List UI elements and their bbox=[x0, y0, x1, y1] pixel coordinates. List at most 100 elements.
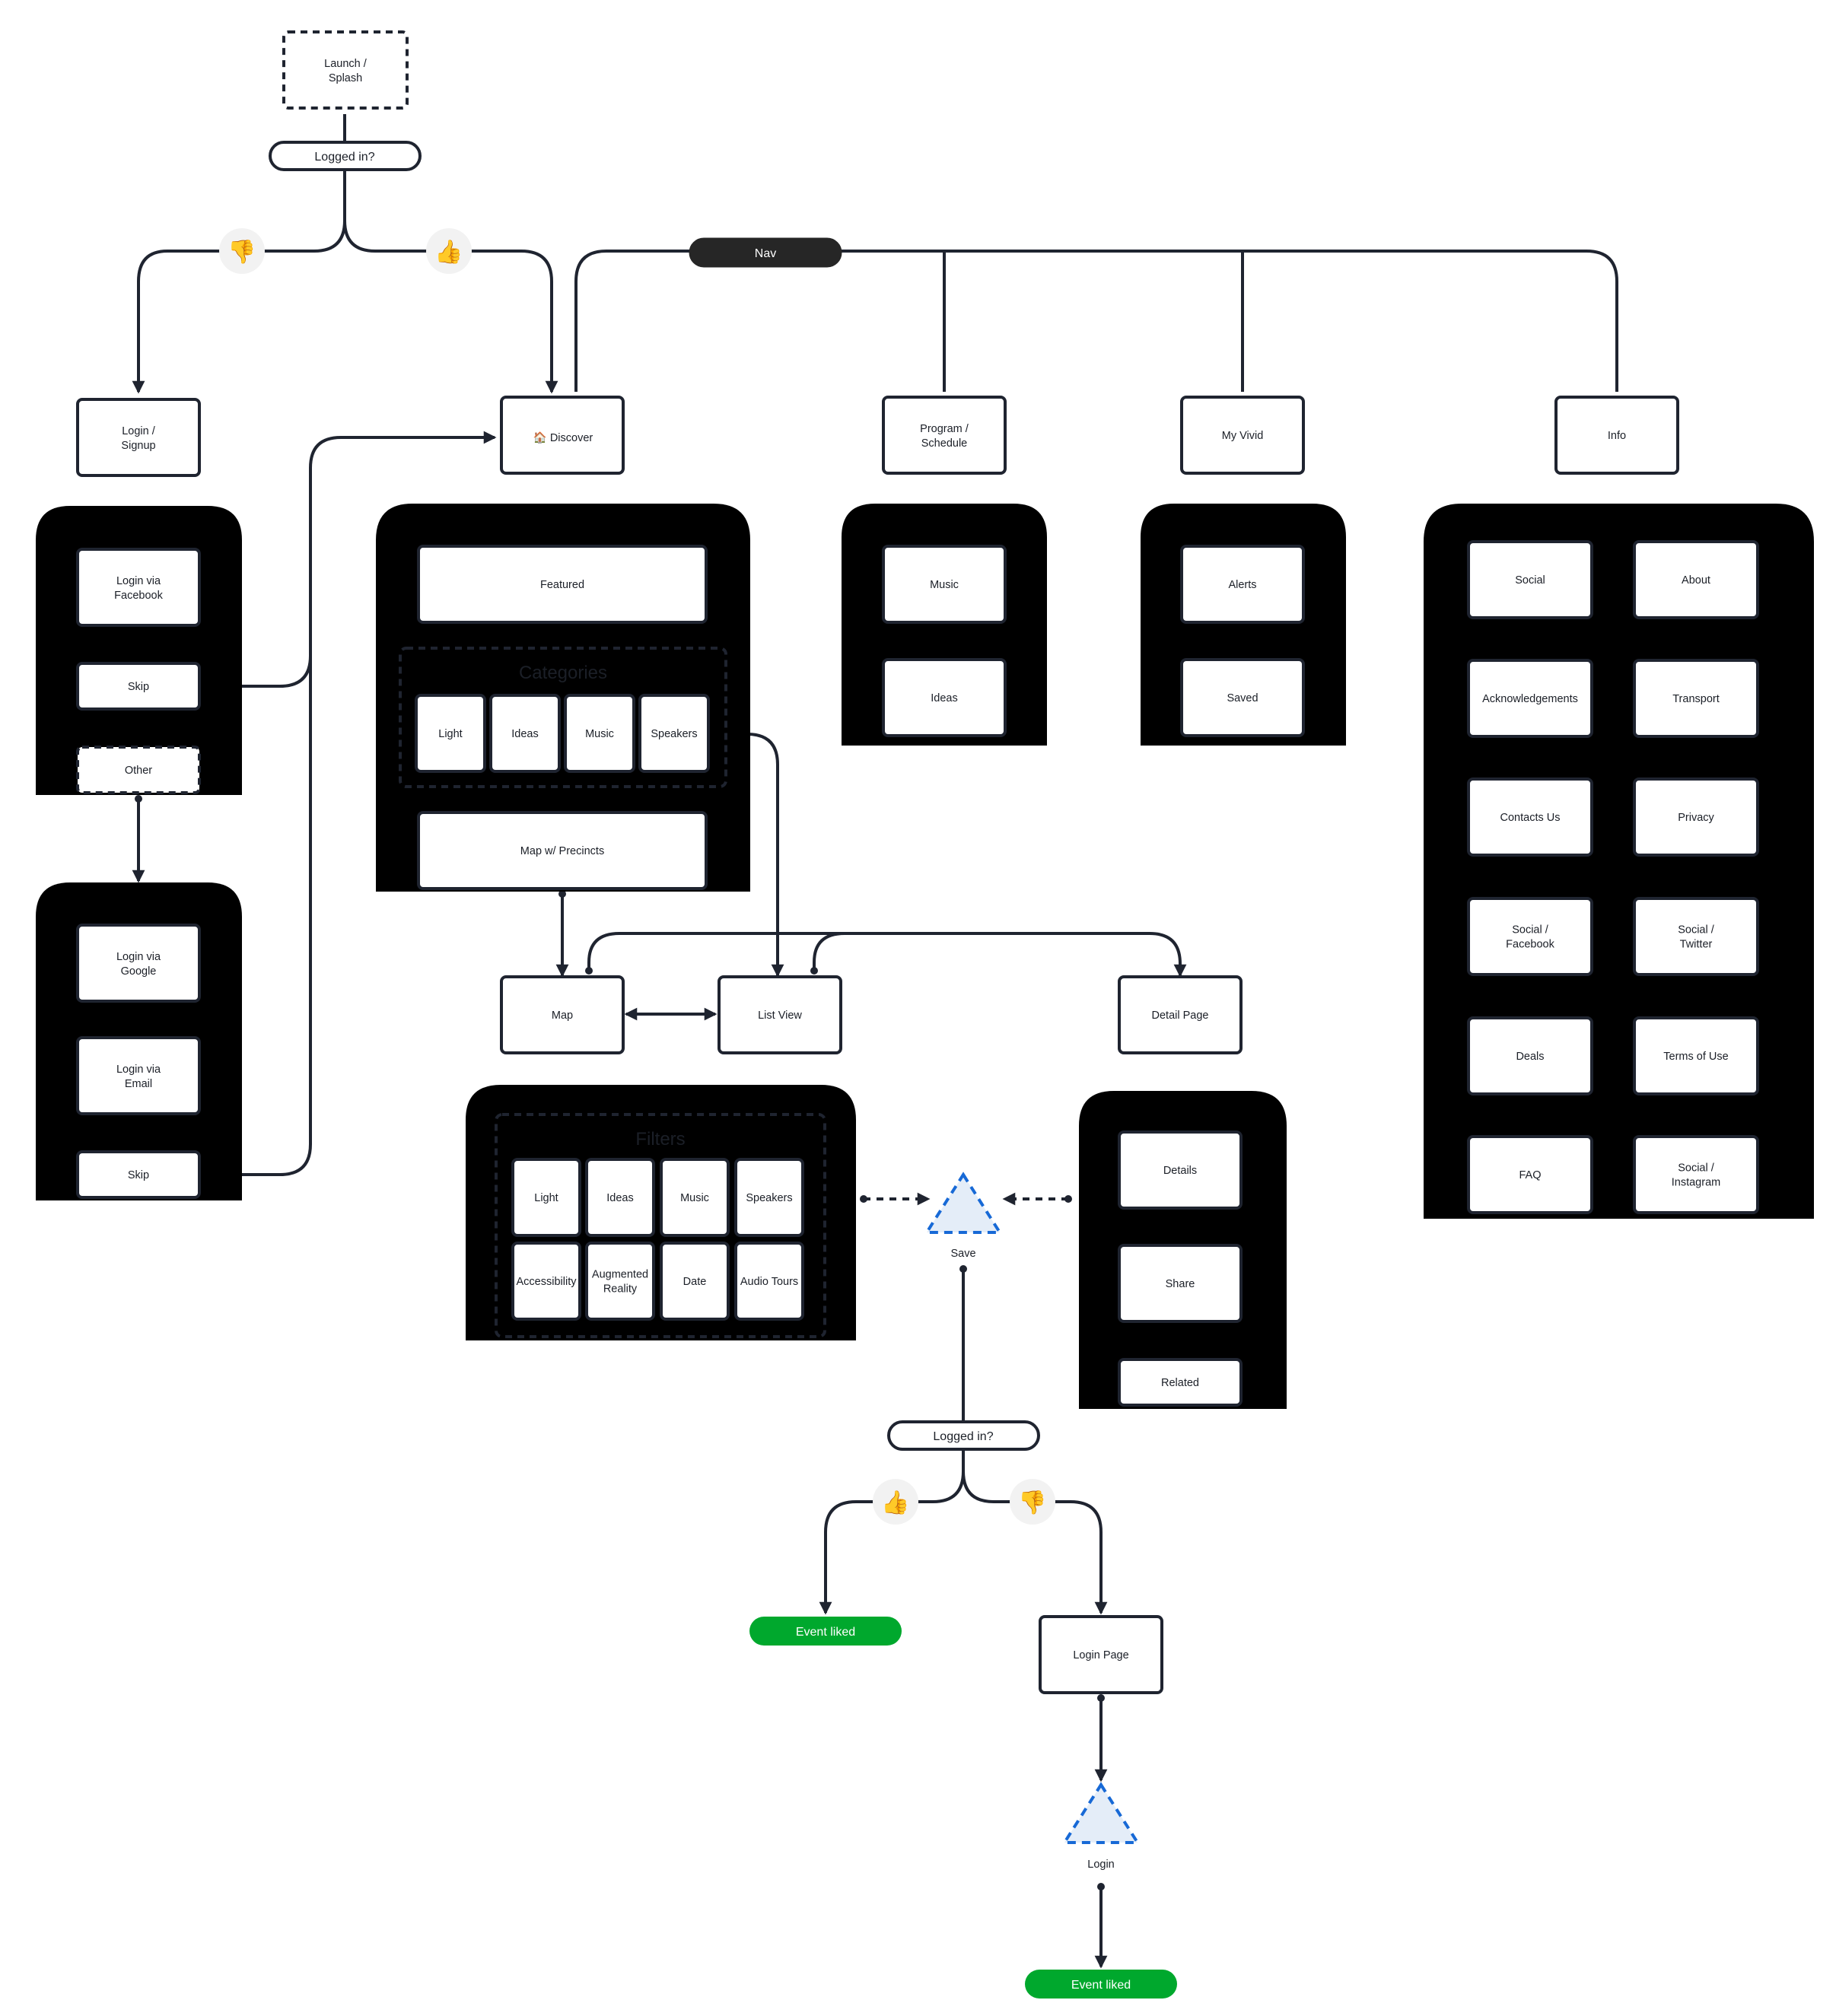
featured-node[interactable]: Featured bbox=[417, 545, 708, 624]
filter-item[interactable]: Audio Tours bbox=[734, 1242, 804, 1321]
login-signup-label-2: Signup bbox=[121, 440, 155, 452]
login-label: Login bbox=[1087, 1859, 1114, 1871]
info-item-label: Twitter bbox=[1680, 939, 1713, 951]
logged-in-bottom-label: Logged in? bbox=[933, 1430, 993, 1443]
login-facebook-node[interactable]: Login via Facebook bbox=[76, 548, 201, 627]
info-item[interactable]: Social bbox=[1467, 540, 1593, 619]
category-speakers[interactable]: Speakers bbox=[638, 694, 710, 773]
info-item-label: Contacts Us bbox=[1500, 812, 1561, 824]
thumbs-down-icon: 👎 bbox=[228, 239, 256, 266]
login-page-label: Login Page bbox=[1073, 1649, 1128, 1661]
connector-dot bbox=[558, 890, 566, 898]
connector-dot bbox=[1097, 1694, 1105, 1702]
thumbs-up-badge-bottom: 👍 bbox=[873, 1479, 918, 1525]
login-decision[interactable]: Login bbox=[1061, 1782, 1141, 1871]
connector-logged-in-split bbox=[132, 170, 346, 394]
category-light[interactable]: Light bbox=[415, 694, 486, 773]
featured-label: Featured bbox=[540, 579, 584, 591]
info-item-label: Social bbox=[1515, 574, 1545, 587]
saved-node[interactable]: Saved bbox=[1180, 658, 1305, 737]
discover-label: 🏠 Discover bbox=[533, 431, 593, 444]
login-page-node[interactable]: Login Page bbox=[1039, 1615, 1163, 1694]
info-label: Info bbox=[1608, 430, 1626, 442]
thumbs-up-badge-top: 👍 bbox=[426, 228, 472, 274]
login-facebook-label-1: Login via bbox=[116, 575, 161, 587]
info-item-label: Social / bbox=[1678, 1162, 1715, 1175]
filter-item[interactable]: Music bbox=[660, 1158, 730, 1237]
thumbs-down-icon: 👎 bbox=[1018, 1490, 1046, 1516]
launch-splash-node[interactable]: Launch / Splash bbox=[282, 30, 409, 110]
program-schedule-node[interactable]: Program / Schedule bbox=[882, 396, 1007, 475]
filter-item-label: Light bbox=[534, 1192, 558, 1204]
skip2-node[interactable]: Skip bbox=[76, 1150, 201, 1199]
info-item[interactable]: Transport bbox=[1633, 659, 1759, 738]
my-vivid-node[interactable]: My Vivid bbox=[1180, 396, 1305, 475]
saved-label: Saved bbox=[1227, 692, 1258, 704]
map-precincts-node[interactable]: Map w/ Precincts bbox=[417, 811, 708, 890]
login-signup-label-1: Login / bbox=[122, 425, 156, 437]
map-label: Map bbox=[552, 1010, 573, 1022]
nav-pill[interactable]: Nav bbox=[689, 237, 842, 268]
login-google-node[interactable]: Login via Google bbox=[76, 924, 201, 1003]
info-item[interactable]: Acknowledgements bbox=[1467, 659, 1593, 738]
categories-group: Categories bbox=[399, 647, 727, 788]
my-vivid-label: My Vivid bbox=[1222, 430, 1264, 442]
emoji-bg bbox=[426, 228, 472, 274]
connector-dot bbox=[135, 795, 142, 803]
alerts-node[interactable]: Alerts bbox=[1180, 545, 1305, 624]
detail-page-node[interactable]: Detail Page bbox=[1118, 975, 1243, 1054]
info-item-label: Terms of Use bbox=[1663, 1051, 1728, 1063]
category-ideas[interactable]: Ideas bbox=[489, 694, 561, 773]
save-label: Save bbox=[950, 1248, 975, 1260]
info-node[interactable]: Info bbox=[1554, 396, 1679, 475]
program-ideas-node[interactable]: Ideas bbox=[882, 658, 1007, 737]
logged-in-decision-bottom[interactable]: Logged in? bbox=[887, 1420, 1040, 1451]
filter-item[interactable]: Speakers bbox=[734, 1158, 804, 1237]
info-item[interactable]: Social / Instagram bbox=[1633, 1135, 1759, 1214]
share-node[interactable]: Share bbox=[1118, 1244, 1243, 1323]
filter-item[interactable]: Light bbox=[511, 1158, 581, 1237]
info-item[interactable]: About bbox=[1633, 540, 1759, 619]
program-music-node[interactable]: Music bbox=[882, 545, 1007, 624]
logged-in-decision-top[interactable]: Logged in? bbox=[269, 141, 422, 171]
skip-node[interactable]: Skip bbox=[76, 662, 201, 711]
logged-in-label: Logged in? bbox=[314, 151, 374, 164]
event-liked-pill-1[interactable]: Event liked bbox=[749, 1617, 902, 1646]
other-node[interactable]: Other bbox=[76, 746, 201, 794]
event-liked-pill-2[interactable]: Event liked bbox=[1025, 1970, 1177, 1999]
related-node[interactable]: Related bbox=[1118, 1358, 1243, 1407]
info-item[interactable]: Contacts Us bbox=[1467, 777, 1593, 857]
filter-item[interactable]: Date bbox=[660, 1242, 730, 1321]
info-item[interactable]: FAQ bbox=[1467, 1135, 1593, 1214]
info-item-label: Social / bbox=[1678, 924, 1715, 936]
login-email-node[interactable]: Login via Email bbox=[76, 1036, 201, 1115]
info-item-label: Facebook bbox=[1506, 939, 1554, 951]
connector-logged-in2-liked bbox=[819, 1450, 965, 1615]
connector-logged-in-discover bbox=[343, 220, 558, 394]
filters-title: Filters bbox=[635, 1129, 685, 1150]
login-triangle-icon bbox=[1061, 1782, 1141, 1844]
category-music[interactable]: Music bbox=[564, 694, 635, 773]
map-node[interactable]: Map bbox=[500, 975, 625, 1054]
save-decision[interactable]: Save bbox=[924, 1172, 1003, 1260]
details-node[interactable]: Details bbox=[1118, 1130, 1243, 1210]
info-item[interactable]: Social /Facebook bbox=[1467, 897, 1593, 976]
info-item[interactable]: Terms of Use bbox=[1633, 1016, 1759, 1095]
filter-item[interactable]: Ideas bbox=[585, 1158, 655, 1237]
emoji-bg bbox=[219, 228, 265, 274]
info-item[interactable]: Deals bbox=[1467, 1016, 1593, 1095]
login-signup-node[interactable]: Login / Signup bbox=[76, 398, 201, 477]
info-item-label: Instagram bbox=[1672, 1177, 1720, 1189]
info-item[interactable]: Privacy bbox=[1633, 777, 1759, 857]
launch-label-2: Splash bbox=[329, 72, 362, 84]
categories-title: Categories bbox=[519, 663, 607, 683]
info-item-label: Deals bbox=[1516, 1051, 1544, 1063]
filter-item[interactable]: Accessibility bbox=[511, 1242, 581, 1321]
info-item[interactable]: Social / Twitter bbox=[1633, 897, 1759, 976]
info-item-label: Privacy bbox=[1678, 812, 1714, 824]
list-view-node[interactable]: List View bbox=[718, 975, 842, 1054]
discover-node[interactable]: 🏠 Discover bbox=[500, 396, 625, 475]
